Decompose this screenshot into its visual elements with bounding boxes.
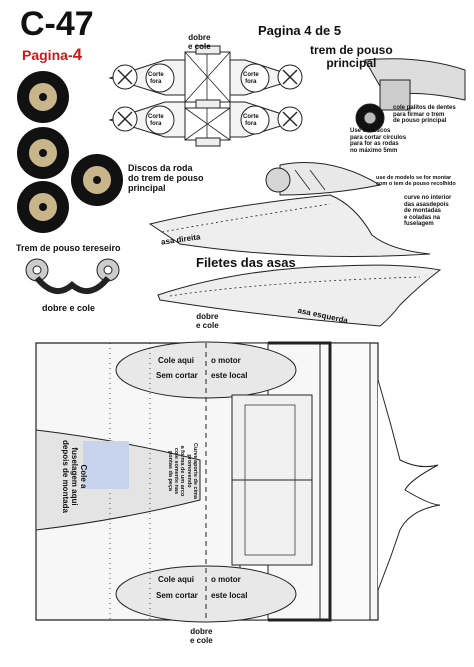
- disc-note: Use os discos para cortar círculos para …: [350, 128, 407, 154]
- fold-glue-fillet: dobre e cole: [196, 312, 219, 330]
- wheel-discs: [17, 71, 123, 233]
- page-label: Pagina-4: [22, 45, 83, 65]
- model-note: use de modelo se for montar com o tem de…: [376, 175, 456, 188]
- fold-glue-tail: dobre e cole: [42, 303, 96, 313]
- fillet-right: [148, 194, 431, 257]
- this-place-top: este local: [211, 371, 248, 380]
- this-place-bottom: este local: [211, 591, 248, 600]
- no-cut-top: Sem cortar: [156, 371, 198, 380]
- curve-arc-note: Curve aporte de cima promovendo a forma …: [166, 443, 198, 499]
- fold-glue-bottom: dobre e cole: [190, 627, 213, 645]
- wheel-discs-label: Discos da roda do trem de pouso principa…: [128, 163, 204, 193]
- wing-fillets: [148, 194, 442, 327]
- tail-gear-label: Trem de pouso tereseiro: [16, 243, 121, 253]
- glue-fuselage-note: Cole a fuselagem aqui depois de montada: [60, 440, 88, 513]
- toothpick-note: cole palitos de dentes para firmar o tre…: [393, 105, 456, 125]
- page-of: Pagina 4 de 5: [258, 23, 342, 38]
- page-number: 4: [72, 45, 83, 64]
- glue-here-top: Cole aqui: [158, 356, 195, 365]
- main-gear-title: trem de pouso principal: [310, 43, 393, 71]
- wheel-1: [17, 71, 69, 123]
- engine-cutout-bottom: [115, 565, 297, 623]
- tail-gear-part: [25, 258, 120, 295]
- page-label-text: Pagina-: [22, 47, 73, 63]
- cut-out-label-3: Corte fora: [148, 114, 164, 127]
- main-gear-parts: [108, 45, 303, 147]
- engine-model: [265, 162, 382, 196]
- gear-illustration: [355, 58, 466, 133]
- wheel-2: [17, 127, 69, 179]
- fillet-title: Filetes das asas: [196, 255, 296, 270]
- wheel-4: [17, 181, 69, 233]
- wheel-3: [71, 154, 123, 206]
- no-cut-bottom: Sem cortar: [156, 591, 198, 600]
- cut-out-label-1: Corte fora: [148, 72, 164, 85]
- model-title: C-47: [20, 5, 94, 43]
- motor-bottom: o motor: [211, 575, 241, 584]
- curve-note: curve no interior das asasdepois de mont…: [404, 195, 452, 228]
- motor-top: o motor: [211, 356, 241, 365]
- glue-block: [83, 441, 129, 489]
- center-section: [35, 341, 441, 623]
- glue-here-bottom: Cole aqui: [158, 575, 195, 584]
- fold-glue-top: dobre e cole: [188, 33, 211, 51]
- cut-out-label-2: Corte fora: [243, 72, 259, 85]
- cut-out-label-4: Corte fora: [243, 114, 259, 127]
- fillet-left: [157, 264, 442, 327]
